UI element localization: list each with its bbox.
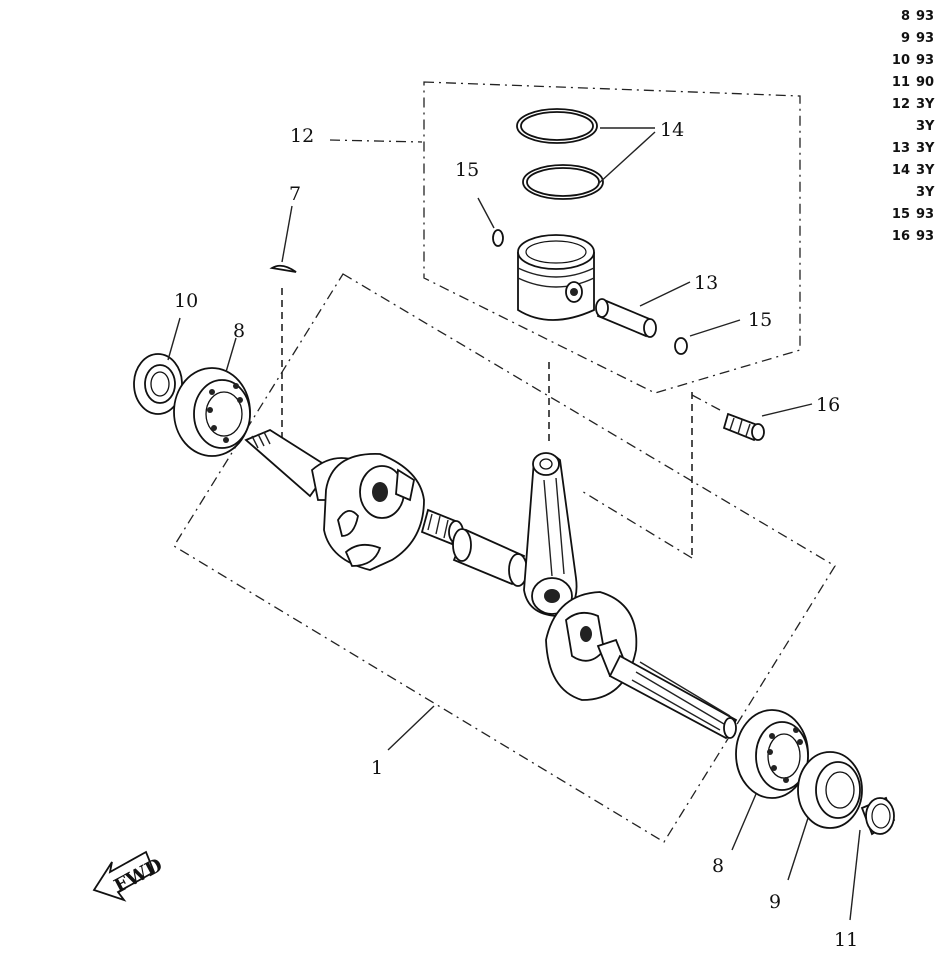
callout-8-right: 8 bbox=[712, 855, 724, 877]
callout-11: 11 bbox=[834, 929, 858, 951]
callout-16: 16 bbox=[816, 394, 840, 416]
callout-13: 13 bbox=[694, 272, 718, 294]
piston-kit-group-outline bbox=[423, 81, 801, 394]
piston-pin bbox=[595, 298, 657, 338]
callout-10: 10 bbox=[174, 290, 198, 312]
leader-line-13 bbox=[639, 281, 691, 307]
forward-arrow-icon bbox=[92, 850, 156, 902]
oil-seal-right bbox=[797, 751, 863, 829]
callout-9: 9 bbox=[769, 891, 781, 913]
callout-14: 14 bbox=[660, 119, 684, 141]
leader-line-9 bbox=[787, 817, 809, 881]
piston-rings bbox=[516, 108, 604, 200]
leader-line-10 bbox=[167, 317, 181, 361]
leader-line-8b bbox=[731, 793, 757, 851]
alignment-line-bearing-top bbox=[691, 394, 721, 411]
leader-line-7 bbox=[281, 205, 293, 263]
leader-line-15b bbox=[689, 319, 741, 337]
leader-line-1 bbox=[387, 705, 435, 751]
crank-pin bbox=[452, 528, 528, 587]
callout-15-lower: 15 bbox=[748, 309, 772, 331]
collar bbox=[860, 796, 896, 836]
piston bbox=[517, 234, 595, 321]
leader-line-16 bbox=[761, 403, 813, 417]
leader-line-15a bbox=[477, 197, 495, 229]
parts-table-row: 3Y bbox=[916, 119, 935, 134]
callout-8-left: 8 bbox=[233, 320, 245, 342]
crankshaft-assembly-outline bbox=[173, 273, 836, 843]
crankshaft-left-half bbox=[244, 428, 425, 571]
circlip-lower bbox=[674, 337, 688, 355]
leader-line-11 bbox=[849, 829, 861, 921]
leader-line-12 bbox=[329, 139, 423, 143]
connecting-rod bbox=[523, 452, 578, 617]
callout-15-upper: 15 bbox=[455, 159, 479, 181]
parts-table-row: 3Y bbox=[916, 185, 935, 200]
callout-7: 7 bbox=[289, 183, 301, 205]
alignment-line-pin bbox=[579, 489, 693, 559]
callout-1: 1 bbox=[371, 757, 383, 779]
small-end-bearing bbox=[722, 412, 765, 442]
crankshaft-right-half bbox=[545, 591, 738, 740]
bearing-right bbox=[735, 709, 809, 799]
callout-12: 12 bbox=[290, 125, 314, 147]
leader-line-8a bbox=[225, 337, 237, 373]
woodruff-key bbox=[269, 264, 297, 273]
bearing-left bbox=[173, 367, 251, 457]
circlip-upper bbox=[492, 229, 504, 247]
leader-line-14b bbox=[597, 131, 656, 185]
